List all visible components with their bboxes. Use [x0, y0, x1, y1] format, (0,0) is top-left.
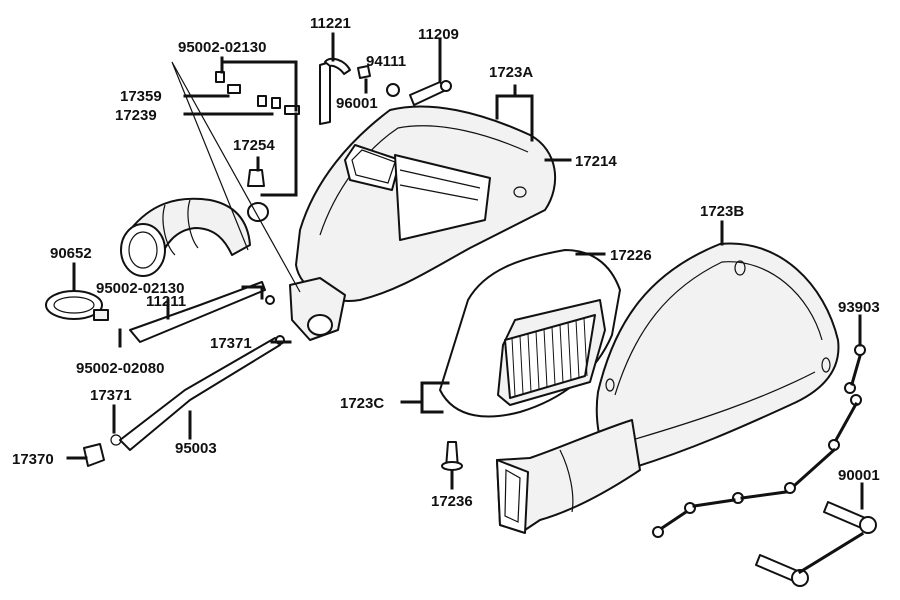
air-cleaner-case-1723a	[289, 105, 557, 341]
label-94111: 94111	[366, 53, 406, 70]
label-95002-02080: 95002-02080	[76, 360, 164, 377]
label-90001: 90001	[838, 467, 880, 484]
label-17236: 17236	[431, 493, 473, 510]
label-93903: 93903	[838, 299, 880, 316]
clamp-90652	[45, 290, 109, 321]
intake-duct	[496, 419, 641, 534]
label-95002-02130-mid: 95002-02130	[96, 280, 184, 297]
intake-hose	[120, 197, 269, 277]
label-90652: 90652	[50, 245, 92, 262]
label-11211: 11211	[146, 293, 186, 310]
filter-element-1723c	[439, 249, 621, 418]
label-17226: 17226	[610, 247, 652, 264]
label-17254: 17254	[233, 137, 275, 154]
label-17371-a: 17371	[210, 335, 252, 352]
label-95002-02130-top: 95002-02130	[178, 39, 266, 56]
label-1723a: 1723A	[489, 64, 533, 81]
small-fittings	[215, 65, 463, 471]
label-17239: 17239	[115, 107, 157, 124]
leader-lines	[66, 32, 865, 575]
label-11209: 11209	[418, 26, 459, 43]
label-17359: 17359	[120, 88, 162, 105]
bolts-90001	[755, 501, 877, 587]
label-96001: 96001	[336, 95, 378, 112]
label-1723c: 1723C	[340, 395, 384, 412]
label-17371-b: 17371	[90, 387, 132, 404]
label-17214: 17214	[575, 153, 617, 170]
label-95003: 95003	[175, 440, 217, 457]
label-17370: 17370	[12, 451, 54, 468]
part-labels: 11221 95002-02130 94111 11209 1723A 1735…	[12, 15, 880, 510]
label-1723b: 1723B	[700, 203, 744, 220]
label-11221: 11221	[310, 15, 351, 32]
